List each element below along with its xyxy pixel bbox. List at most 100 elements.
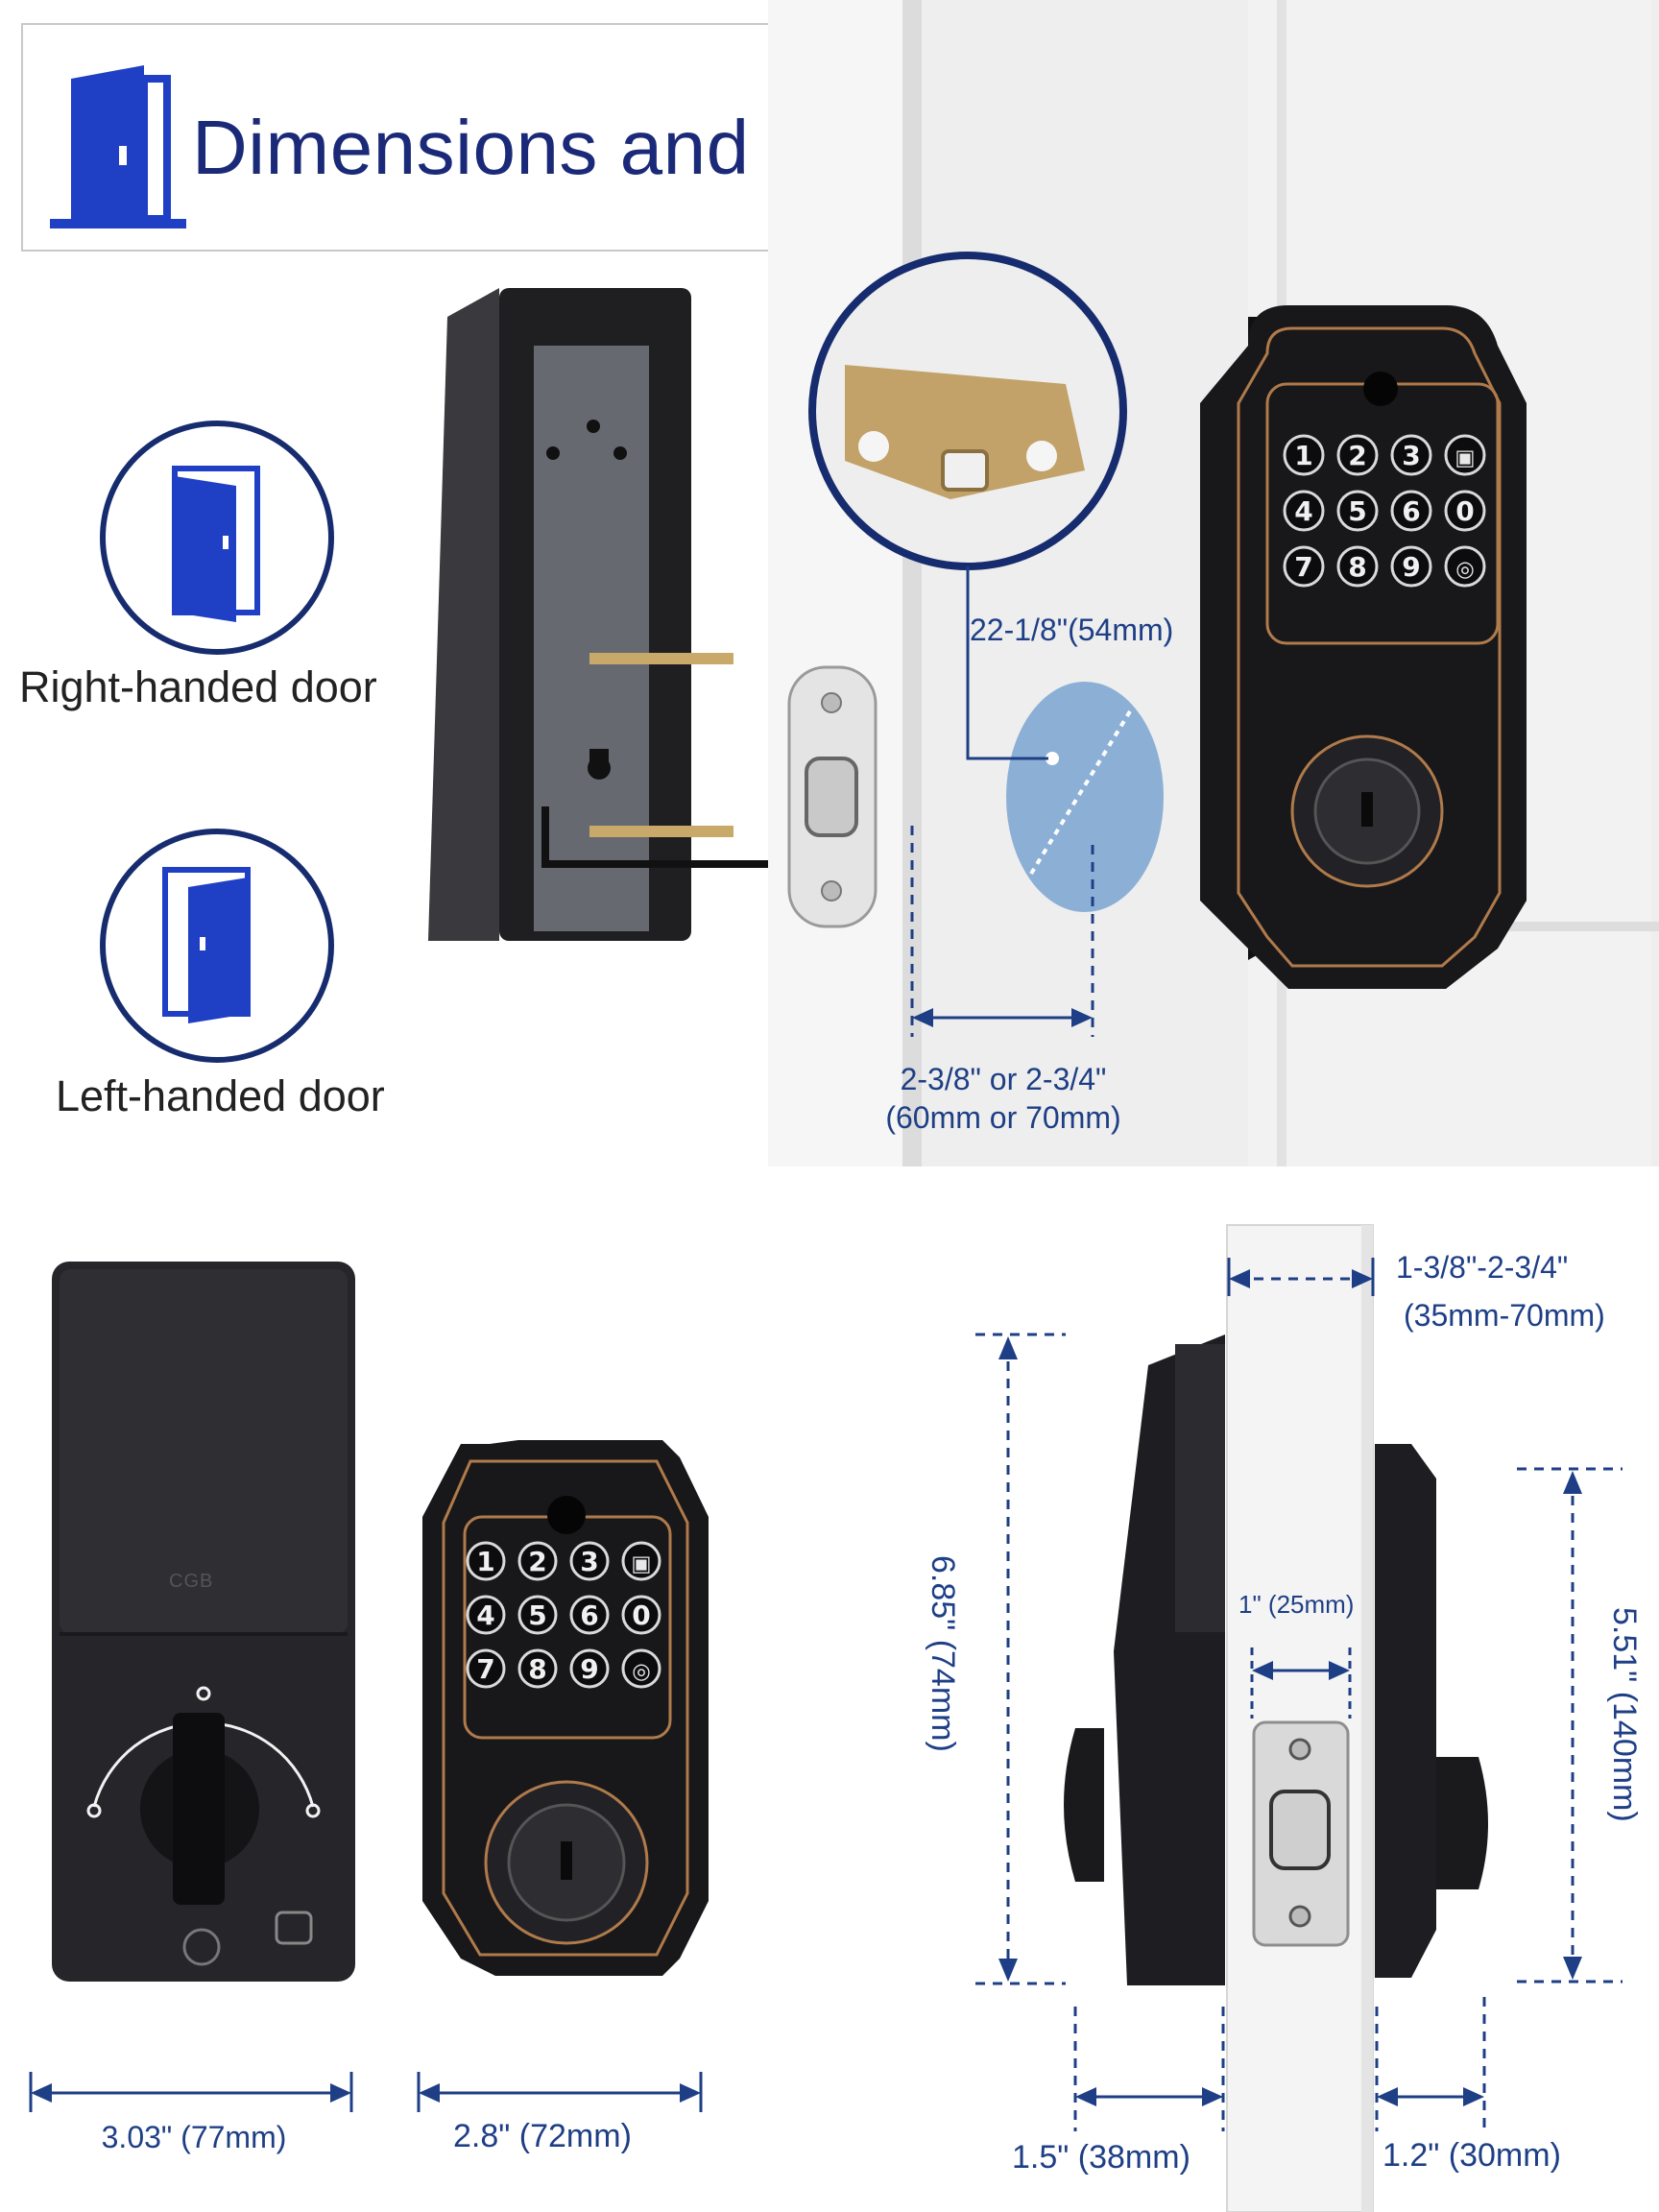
keypad-key-label: 0 — [1455, 495, 1474, 527]
exterior-width-dimension — [417, 2072, 703, 2112]
keypad-key-label: 3 — [580, 1546, 598, 1577]
keypad-key[interactable]: 3 — [1390, 434, 1432, 476]
keypad-key[interactable]: 5 — [1336, 490, 1379, 532]
keypad-key-label: 6 — [580, 1599, 598, 1631]
interior-unit — [52, 1262, 355, 1982]
keypad-key[interactable]: 9 — [1390, 545, 1432, 588]
keypad-key[interactable]: 7 — [1283, 545, 1325, 588]
keypad-key-ring — [1390, 490, 1432, 532]
keypad-key-ring — [569, 1541, 610, 1581]
lock-icon: ▣ — [631, 1551, 651, 1576]
keypad-key-ring — [466, 1648, 506, 1689]
keypad-key-label: 9 — [1402, 551, 1420, 583]
exterior-height-label: 5.51" (140mm) — [1606, 1607, 1643, 1822]
door-thickness-line2: (35mm-70mm) — [1404, 1298, 1605, 1333]
interior-depth-dimension — [1073, 2007, 1225, 2131]
interior-lock-back — [428, 288, 768, 941]
keypad-key[interactable]: 8 — [1336, 545, 1379, 588]
keypad-key-ring — [517, 1541, 558, 1581]
keypad-key[interactable]: 6 — [1390, 490, 1432, 532]
backset-dimension — [910, 826, 1094, 1037]
interior-height-dimension — [975, 1333, 1066, 1985]
keypad-key-label: 7 — [476, 1653, 494, 1685]
exterior-depth-label: 1.2" (30mm) — [1382, 2137, 1561, 2174]
backset-label-line1: 2-3/8" or 2-3/4" — [900, 1062, 1107, 1096]
keypad-key-label: 8 — [528, 1653, 546, 1685]
keypad-key-ring — [569, 1595, 610, 1635]
keypad-key-label: 2 — [1348, 440, 1366, 471]
keypad-key-label: 0 — [632, 1599, 650, 1631]
keypad-key-ring — [1390, 434, 1432, 476]
keypad-key-ring — [466, 1595, 506, 1635]
brand-logo: CGB — [169, 1571, 214, 1592]
keypad-key[interactable]: 0 — [621, 1595, 661, 1635]
keypad-key-ring — [1444, 434, 1486, 476]
fingerprint-icon: ◎ — [632, 1659, 651, 1684]
keypad-key-label: 2 — [528, 1546, 546, 1577]
keypad-key-label: 3 — [1402, 440, 1420, 471]
keypad-key[interactable]: 7 — [466, 1648, 506, 1689]
keypad-key-label: 1 — [1294, 440, 1312, 471]
keypad-key[interactable]: ▣ — [621, 1541, 661, 1581]
keypad-key-label: 7 — [1294, 551, 1312, 583]
keypad-key-ring — [621, 1595, 661, 1635]
keypad-key[interactable]: 2 — [517, 1541, 558, 1581]
exterior-lock-top — [1200, 305, 1527, 989]
exterior-side-profile — [1375, 1444, 1488, 1978]
keypad-key-ring — [1390, 545, 1432, 588]
keypad-key-ring — [1444, 545, 1486, 588]
left-handed-door-label: Left-handed door — [56, 1071, 385, 1120]
latch-magnifier — [808, 252, 1127, 570]
keypad-key-label: 4 — [476, 1599, 494, 1631]
lock-icon: ▣ — [1455, 445, 1475, 470]
fingerprint-icon: ◎ — [1455, 557, 1475, 582]
keypad-key-ring — [1283, 545, 1325, 588]
keypad-key-label: 4 — [1294, 495, 1312, 527]
bore-hole — [966, 566, 1164, 912]
keypad-key-ring — [1444, 490, 1486, 532]
interior-width-label: 3.03" (77mm) — [101, 2120, 287, 2154]
keypad-key-ring — [569, 1648, 610, 1689]
keypad-key-ring — [1336, 434, 1379, 476]
latch-face-side — [1252, 1720, 1350, 1947]
keypad-key[interactable]: 8 — [517, 1648, 558, 1689]
latch-face-dimension — [1250, 1647, 1352, 1719]
interior-width-dimension — [29, 2072, 353, 2112]
right-hand-door-icon — [100, 421, 334, 655]
keypad-key-label: 9 — [580, 1653, 598, 1685]
keypad-key[interactable]: 6 — [569, 1595, 610, 1635]
keypad-key[interactable]: 3 — [569, 1541, 610, 1581]
backset-label-line2: (60mm or 70mm) — [885, 1100, 1121, 1135]
keypad-key[interactable]: 4 — [1283, 490, 1325, 532]
keypad-key-ring — [517, 1648, 558, 1689]
keypad-key[interactable]: 1 — [466, 1541, 506, 1581]
interior-depth-label: 1.5" (38mm) — [1012, 2139, 1190, 2176]
bore-diameter-label: 22-1/8"(54mm) — [970, 613, 1174, 647]
latch-face-label: 1" (25mm) — [1238, 1590, 1355, 1619]
interior-height-label: 6.85" (74mm) — [925, 1555, 961, 1752]
door-thickness-line1: 1-3/8"-2-3/4" — [1396, 1250, 1569, 1285]
keypad-key-ring — [517, 1595, 558, 1635]
keypad-key[interactable]: 5 — [517, 1595, 558, 1635]
exterior-width-label: 2.8" (72mm) — [453, 2118, 632, 2154]
keypad-key-ring — [621, 1648, 661, 1689]
keypad-key[interactable]: ◎ — [621, 1648, 661, 1689]
keypad-key[interactable]: ▣ — [1444, 434, 1486, 476]
keypad-key-ring — [621, 1541, 661, 1581]
keypad-key-ring — [466, 1541, 506, 1581]
keypad-key[interactable]: 9 — [569, 1648, 610, 1689]
latch-plate — [787, 665, 878, 928]
keypad-key-label: 6 — [1402, 495, 1420, 527]
keypad-key[interactable]: ◎ — [1444, 545, 1486, 588]
keypad-key[interactable]: 4 — [466, 1595, 506, 1635]
right-handed-door-label: Right-handed door — [19, 662, 377, 711]
keypad-key[interactable]: 2 — [1336, 434, 1379, 476]
keypad-key[interactable]: 0 — [1444, 490, 1486, 532]
keypad-key[interactable]: 1 — [1283, 434, 1325, 476]
keypad-key-label: 5 — [528, 1599, 546, 1631]
exterior-depth-dimension — [1375, 1997, 1486, 2131]
keypad-key-label: 5 — [1348, 495, 1366, 527]
